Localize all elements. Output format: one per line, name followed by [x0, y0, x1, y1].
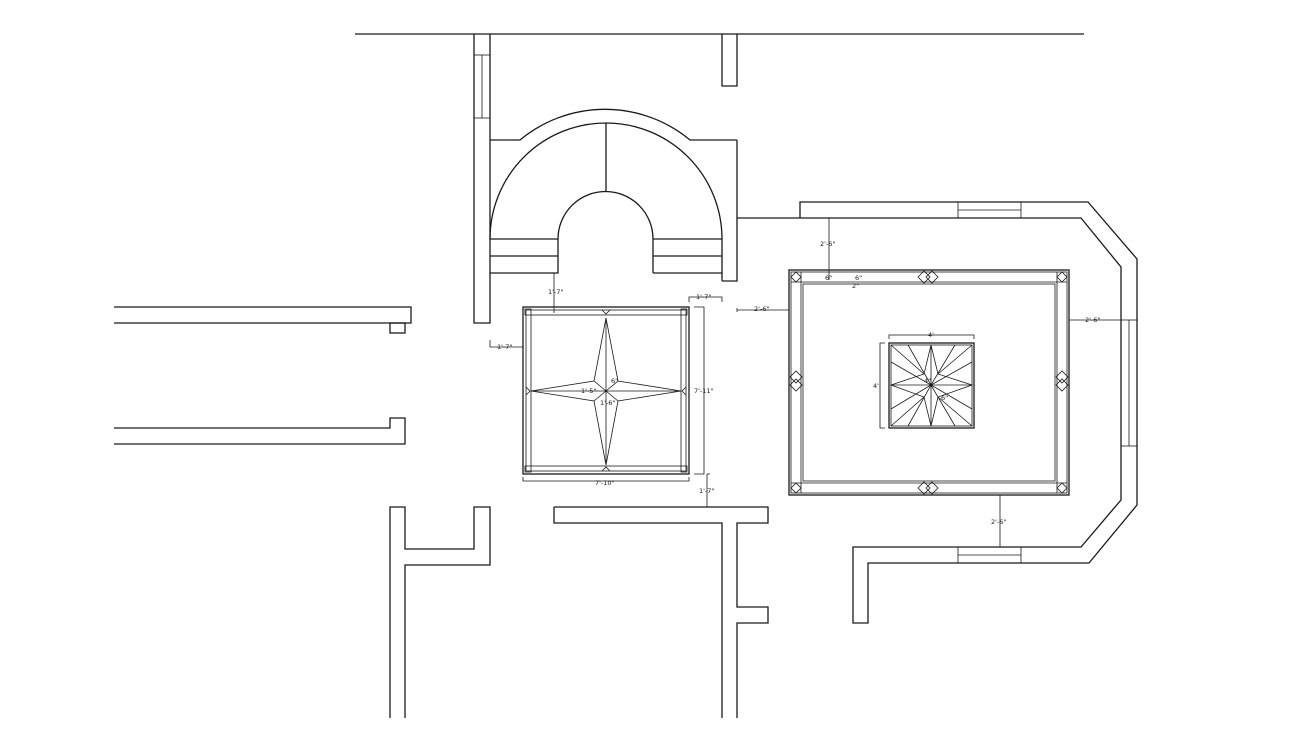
dim-small-top: 1'-7" — [548, 288, 563, 296]
dim-large-center-b: 4" — [924, 377, 931, 385]
dim-panel-width: 4' — [928, 331, 934, 339]
dim-star-height: 1'-6" — [600, 399, 615, 407]
dim-small-width: 7'-10" — [595, 479, 615, 487]
dim-band-b: 6" — [855, 274, 862, 282]
ceiling-small — [522, 306, 690, 475]
dim-large-right: 2'-6" — [1085, 316, 1100, 324]
dimension-lines — [489, 218, 1121, 547]
dim-large-left: 2'-6" — [754, 305, 769, 313]
dim-star-width: 1'-5" — [581, 387, 596, 395]
dim-small-left: 1'-7" — [497, 343, 512, 351]
dim-small-height: 7'-11" — [694, 387, 714, 395]
dim-band-c: 2" — [852, 282, 859, 290]
dim-large-top: 2'-6" — [820, 240, 835, 248]
ceiling-large — [788, 269, 1070, 496]
dim-band-a: 6" — [825, 274, 832, 282]
dim-large-bottom: 2'-6" — [991, 518, 1006, 526]
dim-small-right: 1'-7" — [696, 293, 711, 301]
arch-seating — [489, 108, 737, 281]
dim-large-center-a: 6" — [941, 394, 948, 402]
dimension-labels: 1'-7" 1'-7" 1'-7" 1'-7" 7'-10" 7'-11" 1'… — [497, 240, 1100, 526]
dim-small-center: 6" — [611, 377, 618, 385]
dim-small-bottom: 1'-7" — [699, 487, 714, 495]
walls — [114, 33, 1138, 718]
dim-panel-height: 4' — [873, 382, 879, 390]
